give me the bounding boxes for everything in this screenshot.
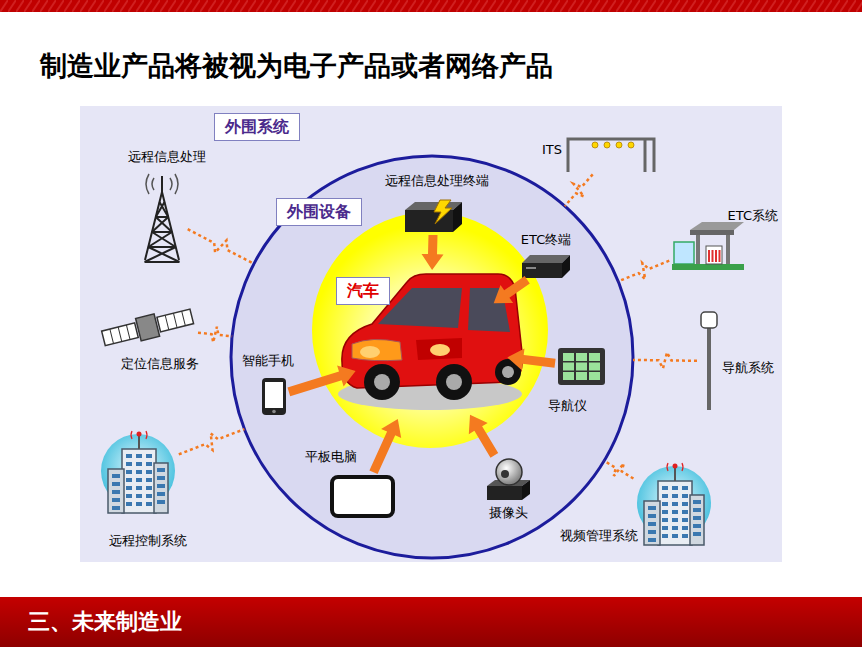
region-circle: 外围设备汽车远程信息处理终端ETC终端智能手机导航仪平板电脑摄像头 bbox=[229, 154, 635, 560]
device-icon-node: 平板电脑 bbox=[330, 475, 395, 518]
node-shape bbox=[312, 212, 548, 448]
device-label: ETC终端 bbox=[521, 232, 571, 248]
device-icon-node: ITS bbox=[565, 135, 657, 172]
wireless-link bbox=[633, 352, 697, 368]
device-icon-node: 摄像头 bbox=[487, 458, 530, 500]
region-tag: 外围系统 bbox=[214, 113, 300, 141]
wireless-link bbox=[188, 229, 254, 264]
device-icon-node: 远程控制系统 bbox=[100, 425, 176, 515]
wireless-link bbox=[604, 461, 633, 479]
device-icon bbox=[700, 312, 718, 410]
wireless-link bbox=[179, 429, 245, 454]
device-label: 远程信息处理终端 bbox=[385, 173, 489, 189]
device-icon-node: 远程信息处理终端 bbox=[405, 200, 462, 232]
region-tag: 汽车 bbox=[336, 277, 390, 305]
device-label: 智能手机 bbox=[242, 353, 294, 369]
device-icon-node: 定位信息服务 bbox=[100, 310, 195, 345]
device-label: ETC系统 bbox=[728, 208, 778, 224]
flow-arrow bbox=[507, 349, 555, 371]
device-label: 导航仪 bbox=[548, 398, 587, 414]
device-label: 摄像头 bbox=[489, 505, 528, 521]
device-icon bbox=[330, 475, 395, 518]
device-icon-node: 导航系统 bbox=[700, 312, 718, 410]
device-label: 平板电脑 bbox=[305, 449, 357, 465]
device-label: 远程控制系统 bbox=[109, 533, 187, 549]
wireless-link bbox=[198, 327, 232, 343]
wireless-link bbox=[618, 261, 669, 282]
device-icon bbox=[487, 458, 530, 500]
device-icon-node: ETC系统 bbox=[672, 220, 744, 270]
device-label: ITS bbox=[542, 142, 562, 158]
device-icon bbox=[522, 255, 570, 278]
device-icon bbox=[636, 457, 712, 549]
region-circle: 汽车 bbox=[312, 212, 548, 448]
device-label: 定位信息服务 bbox=[121, 356, 199, 372]
device-icon-node: 智能手机 bbox=[262, 378, 286, 415]
device-icon bbox=[100, 310, 195, 345]
device-icon-node: ETC终端 bbox=[522, 255, 570, 278]
region-tag: 外围设备 bbox=[276, 198, 362, 226]
system-panel: 外围系统外围设备汽车远程信息处理终端ETC终端智能手机导航仪平板电脑摄像头远程信… bbox=[80, 106, 782, 562]
device-label: 视频管理系统 bbox=[560, 528, 638, 544]
device-icon bbox=[262, 378, 286, 415]
flow-arrow bbox=[469, 415, 498, 458]
top-bar bbox=[0, 0, 862, 12]
slide-title: 制造业产品将被视为电子产品或者网络产品 bbox=[40, 48, 553, 84]
device-icon-node: 导航仪 bbox=[558, 348, 605, 385]
wireless-link bbox=[565, 174, 593, 206]
device-label: 导航系统 bbox=[722, 360, 774, 376]
device-icon bbox=[405, 200, 462, 232]
device-icon bbox=[558, 348, 605, 385]
flow-arrow bbox=[494, 276, 530, 303]
device-icon bbox=[140, 172, 185, 260]
device-icon bbox=[565, 135, 657, 172]
device-icon-node: 视频管理系统 bbox=[636, 457, 712, 549]
device-label: 远程信息处理 bbox=[128, 149, 206, 165]
flow-arrow bbox=[369, 419, 401, 474]
device-icon bbox=[672, 220, 744, 270]
flow-arrow bbox=[422, 235, 444, 270]
device-icon-node: 远程信息处理 bbox=[140, 172, 185, 260]
section-label: 三、未来制造业 bbox=[28, 607, 182, 637]
flow-arrow bbox=[288, 365, 356, 396]
device-icon bbox=[100, 425, 176, 515]
